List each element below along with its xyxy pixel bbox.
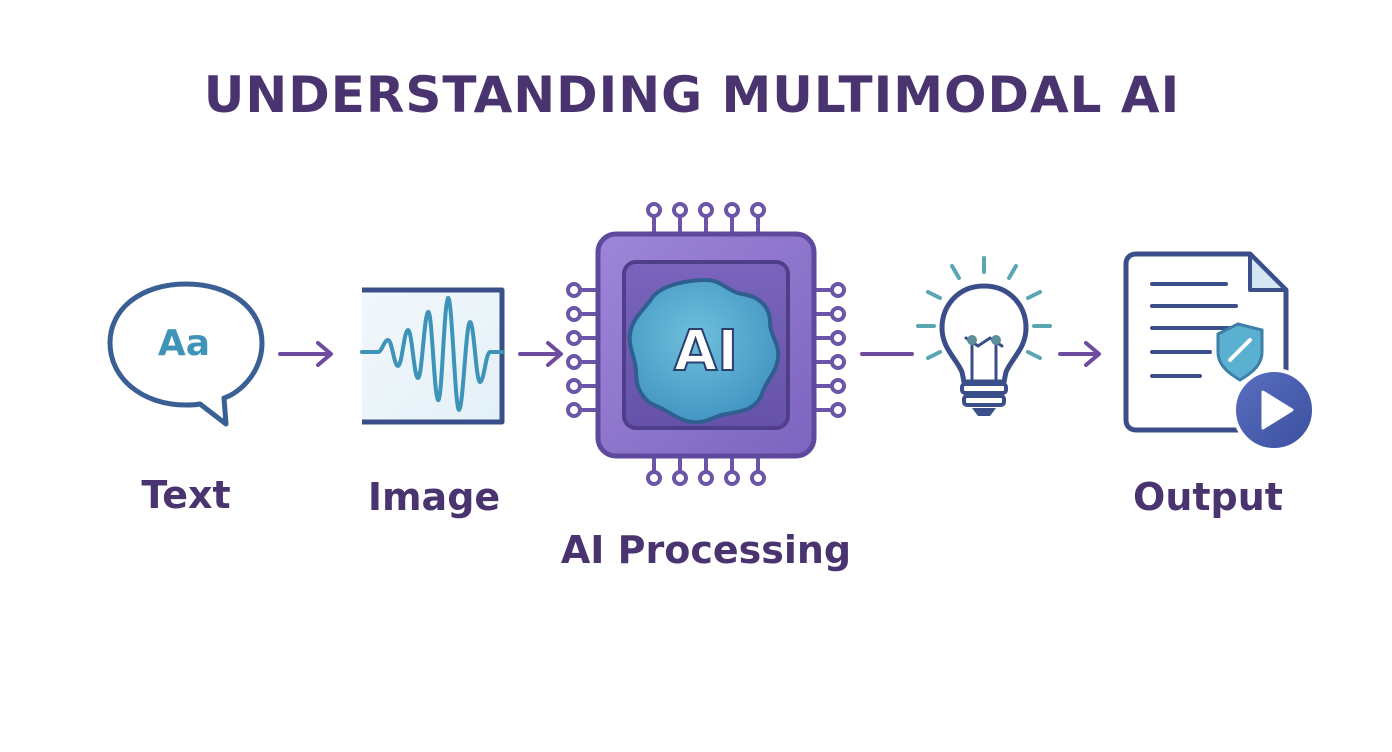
stage-label-image: Image: [368, 475, 500, 519]
flow-arrow-2: [518, 341, 563, 367]
stage-label-ai-processing: AI Processing: [561, 528, 851, 572]
ai-glyph: AI: [674, 319, 738, 384]
flow-arrow-1: [278, 341, 333, 367]
lightbulb-icon: [916, 256, 1052, 416]
speech-bubble-icon: Aa: [107, 281, 265, 427]
ai-chip-icon: AI: [566, 202, 846, 486]
stage-label-text: Text: [141, 473, 230, 517]
page-title: UNDERSTANDING MULTIMODAL AI: [204, 66, 1180, 124]
stage-label-output: Output: [1133, 475, 1283, 519]
aa-glyph: Aa: [158, 323, 210, 364]
waveform-icon: [360, 287, 505, 425]
document-play-icon: [1123, 251, 1316, 452]
flow-arrow-4: [1058, 341, 1101, 367]
